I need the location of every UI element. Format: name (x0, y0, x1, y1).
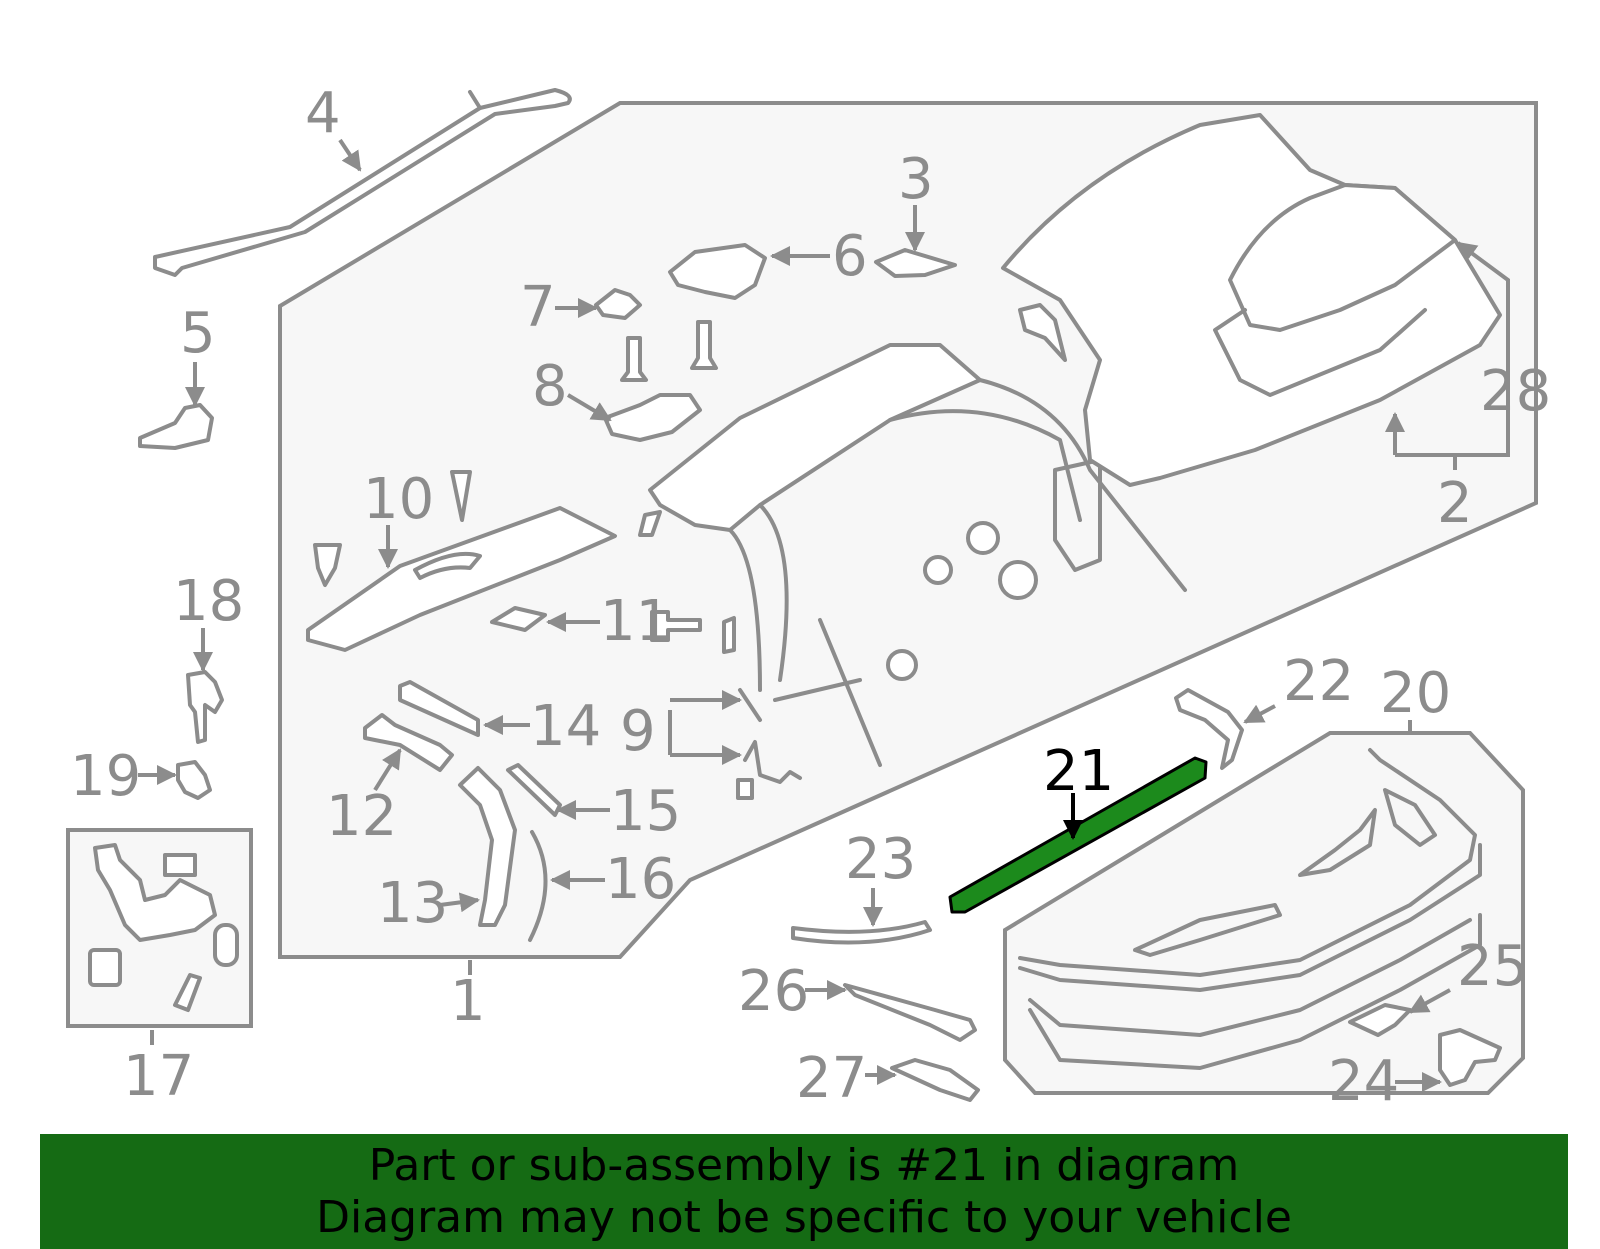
callout-10: 10 (363, 467, 434, 532)
callout-23: 23 (845, 827, 916, 892)
part-11-screw (650, 610, 702, 642)
callout-19: 19 (70, 744, 141, 809)
part-11-pad (490, 606, 547, 632)
part-10-shelf (306, 506, 617, 652)
callout-17: 17 (123, 1044, 194, 1109)
callout-21: 21 (1043, 739, 1114, 804)
part-7-pad (594, 288, 642, 320)
info-banner: Part or sub-assembly is #21 in diagram D… (40, 1134, 1568, 1249)
frame-fasteners (638, 510, 1038, 681)
banner-line-2: Diagram may not be specific to your vehi… (316, 1192, 1292, 1243)
assembly-20-components (1018, 748, 1482, 1070)
part-3-pad (874, 248, 957, 278)
callout-5: 5 (180, 301, 216, 366)
callout-7: 7 (520, 275, 556, 340)
callout-16: 16 (605, 847, 676, 912)
part-27-strip (890, 1058, 980, 1102)
part-12-bracket (363, 713, 454, 772)
part-6-bracket (668, 243, 767, 300)
callout-27: 27 (796, 1046, 867, 1111)
callout-24: 24 (1328, 1049, 1399, 1114)
leader-lines (138, 138, 1510, 1092)
part-17-components (88, 843, 239, 1012)
part-18-clip (186, 670, 224, 744)
part-8-bracket (603, 393, 702, 442)
callout-13: 13 (377, 871, 448, 936)
callout-26: 26 (738, 959, 809, 1024)
part-24-bracket (1438, 1028, 1502, 1087)
callout-20: 20 (1380, 661, 1451, 726)
part-2-soft-top (1001, 113, 1502, 487)
callout-14: 14 (530, 694, 601, 759)
callout-labels: 1 2 3 4 5 6 7 8 9 10 11 12 13 14 15 16 1… (70, 81, 1551, 1114)
part-9-connector (736, 778, 754, 800)
callout-4: 4 (305, 81, 341, 146)
part-26-strip (843, 983, 977, 1042)
bolts-group (313, 320, 718, 587)
callout-12: 12 (326, 784, 397, 849)
part-9-cable (743, 740, 802, 784)
callout-22: 22 (1283, 649, 1354, 714)
part-19-clip (176, 760, 212, 800)
callout-3: 3 (898, 147, 934, 212)
part-23-strip (791, 920, 932, 945)
callout-2: 2 (1437, 471, 1473, 536)
part-16-seal (528, 830, 548, 942)
part-14-strip (398, 680, 480, 737)
roof-frame (648, 343, 1187, 767)
callout-25: 25 (1457, 934, 1528, 999)
callout-15: 15 (610, 779, 681, 844)
part-13-pillar (458, 766, 517, 927)
part-4-rail (153, 88, 572, 277)
callout-1: 1 (450, 969, 486, 1034)
callout-6: 6 (832, 224, 868, 289)
callout-9: 9 (620, 699, 656, 764)
callout-18: 18 (173, 569, 244, 634)
part-25-bracket (1348, 1003, 1412, 1037)
callout-11: 11 (600, 589, 671, 654)
part-22-bracket (1174, 688, 1244, 770)
part-5-bracket (138, 403, 214, 450)
banner-line-1: Part or sub-assembly is #21 in diagram (368, 1140, 1240, 1191)
callout-8: 8 (532, 354, 568, 419)
callout-28: 28 (1480, 359, 1551, 424)
